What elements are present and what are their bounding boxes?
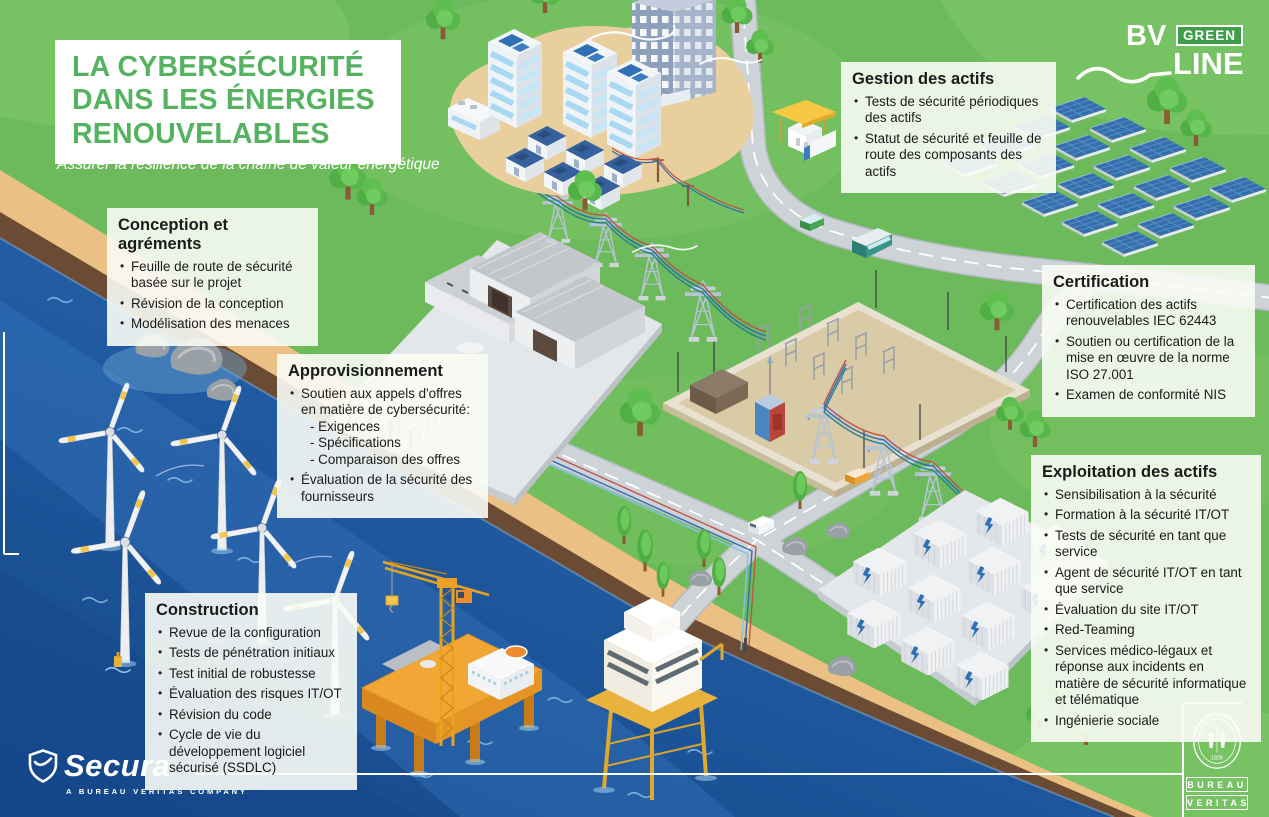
callout-item: Revue de la configuration [156,625,347,641]
callout-item: Soutien ou certification de la mise en œ… [1053,334,1245,383]
callout-list: Sensibilisation à la sécuritéFormation à… [1042,487,1251,729]
wave-icon [1076,66,1172,84]
emblem-year: 1828 [1211,755,1223,761]
title-line-2: DANS LES ÉNERGIES [72,84,375,117]
callout-item: Évaluation de la sécurité des fournisseu… [288,472,478,505]
construction-vessel [360,560,544,777]
callout-item: Soutien aux appels d'offres en matière d… [288,386,478,468]
callout-list: Feuille de route de sécurité basée sur l… [118,259,308,333]
callout-item: Certification des actifs renouvelables I… [1053,297,1245,330]
sea-rocks [103,332,247,402]
callout-item: Red-Teaming [1042,622,1251,638]
lightning-masts [677,270,1007,468]
callout-item: Cycle de vie du développement logiciel s… [156,727,347,776]
callout-subitem: - Comparaison des offres [310,451,461,467]
apartment-building [607,59,661,158]
shield-icon [28,749,58,783]
callout-list: Revue de la configurationTests de pénétr… [156,625,347,777]
green-badge: GREEN [1176,25,1244,46]
callout-subitem: - Exigences [310,418,380,434]
crane-hook [389,604,394,613]
shore-pole [744,638,747,654]
vehicles [748,214,892,535]
svg-text:BUREAU VERITAS: BUREAU VERITAS [1194,712,1240,742]
emblem-arc-text: BUREAU VERITAS [1194,712,1239,742]
wind-swooshes [586,24,762,253]
callout-list: Soutien aux appels d'offres en matière d… [288,386,478,505]
tower-crane [382,560,490,746]
callout-item: Examen de conformité NIS [1053,387,1245,403]
callout-list: Certification des actifs renouvelables I… [1053,297,1245,404]
callout-list: Tests de sécurité périodiques des actifs… [852,94,1046,180]
title-line-1: LA CYBERSÉCURITÉ [72,51,364,83]
callout-item: Test initial de robustesse [156,666,347,682]
transformer [755,355,785,442]
emblem-box-bureau: BUREAU [1186,777,1248,792]
callout-title: Approvisionnement [288,362,443,380]
delivery-truck [804,130,836,161]
bus [852,228,892,258]
plant-hall-b [515,276,645,370]
title-box: LA CYBERSÉCURITÉ DANS LES ÉNERGIES RENOU… [55,40,401,165]
bureau-veritas-seal-icon: BUREAU VERITAS 1828 [1193,712,1241,769]
taxi [845,468,869,485]
line-text: LINE [1173,46,1244,81]
callout-conception-et-agrements: Conception et agréments Feuille de route… [107,208,318,346]
secura-name: Secura [64,748,171,783]
green-car [800,214,824,231]
callout-title: Certification [1053,273,1150,291]
callout-item: Tests de pénétration initiaux [156,645,347,661]
power-cables [523,445,757,654]
office-building [448,98,500,140]
gas-station [772,100,836,154]
callout-item: Formation à la sécurité IT/OT [1042,507,1251,523]
callout-item: Évaluation des risques IT/OT [156,686,347,702]
callout-item: Révision du code [156,707,347,723]
callout-gestion-des-actifs: Gestion des actifs Tests de sécurité pér… [841,62,1056,194]
callout-construction: Construction Revue de la configurationTe… [145,593,357,790]
callout-approvisionnement: Approvisionnement Soutien aux appels d'o… [277,354,488,519]
utility-poles [611,147,745,214]
offshore-wind-farm [58,382,370,719]
bv-green-line-logo: BV GREEN LINE [1076,20,1256,84]
bv-text: BV [1126,20,1167,52]
apartment-building [488,29,542,128]
callout-item: Services médico-légaux et réponse aux in… [1042,643,1251,709]
callout-item: Révision de la conception [118,296,308,312]
helipad [504,645,528,659]
callout-subitem: - Spécifications [310,435,401,451]
buoy [105,652,131,674]
title-line-3: RENOUVELABLES [72,117,330,150]
white-van [748,516,774,535]
callout-title: Gestion des actifs [852,70,995,88]
callout-item: Ingénierie sociale [1042,713,1251,729]
offshore-platform [586,598,724,800]
subtitle: Assurer la résilience de la chaîne de va… [57,156,440,173]
platform-crane [699,642,724,662]
callout-item: Tests de sécurité périodiques des actifs [852,94,1046,127]
callout-title: Exploitation des actifs [1042,463,1218,481]
callout-item: Statut de sécurité et feuille de route d… [852,131,1046,180]
emblem-box-veritas: VERITAS [1186,795,1248,810]
callout-item: Agent de sécurité IT/OT en tant que serv… [1042,565,1251,598]
control-building [690,369,748,414]
callout-item: Feuille de route de sécurité basée sur l… [118,259,308,292]
bureau-veritas-emblem: BUREAU VERITAS 1828 BUREAU VERITAS [1186,710,1248,810]
secura-logo: Secura A BUREAU VERITAS COMPANY [28,748,248,796]
deck-pipes [382,640,444,671]
callout-item: Tests de sécurité en tant que service [1042,528,1251,561]
callout-certification: Certification Certification des actifs r… [1042,265,1255,417]
substation [663,270,1030,498]
callout-title: Construction [156,601,259,619]
deck-cabin [468,645,534,700]
callout-item: Sensibilisation à la sécurité [1042,487,1251,503]
callout-title: Conception et agréments [118,216,228,253]
secura-tagline: A BUREAU VERITAS COMPANY [66,787,248,796]
callout-item: Évaluation du site IT/OT [1042,602,1251,618]
callout-exploitation-des-actifs: Exploitation des actifs Sensibilisation … [1031,455,1261,743]
city [448,0,836,214]
callout-item: Modélisation des menaces [118,316,308,332]
